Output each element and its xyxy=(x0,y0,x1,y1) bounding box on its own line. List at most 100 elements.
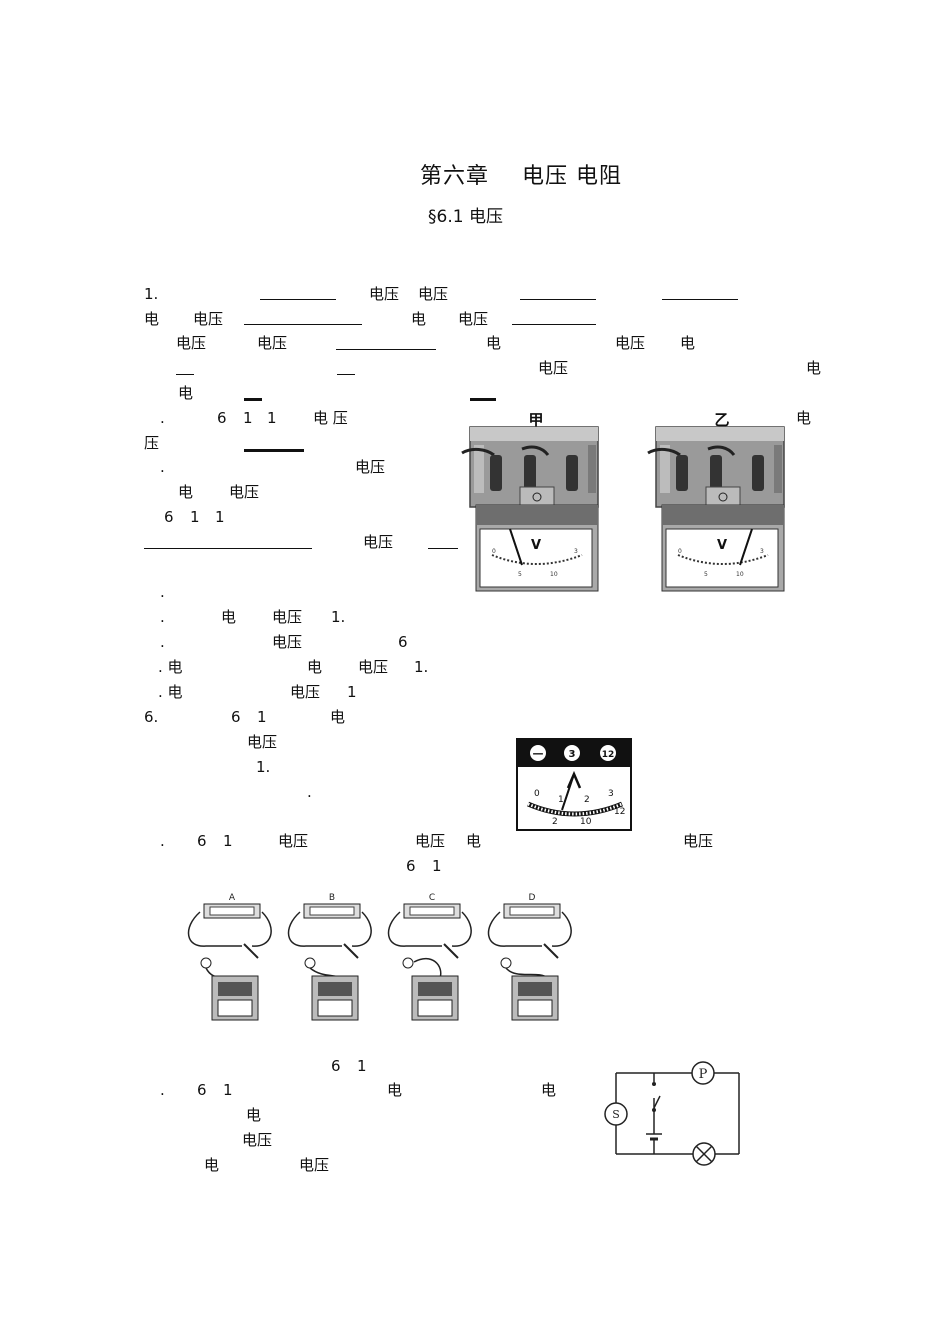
voltmeter-dial-figure: — 3 12 0 1 2 3 2 10 12 xyxy=(516,738,632,831)
blank-line xyxy=(512,324,596,325)
text-fragment: 电 xyxy=(204,1156,220,1174)
text-fragment: 6 xyxy=(197,1081,207,1099)
text-fragment: 1 xyxy=(257,708,267,726)
text-fragment: 电 xyxy=(680,334,696,352)
circuit-option-d: D xyxy=(487,893,572,1021)
option-label: A xyxy=(229,893,236,903)
text-fragment: 电 xyxy=(486,334,502,352)
text-fragment: 电压 xyxy=(369,285,400,303)
blank-line xyxy=(260,299,336,300)
meter-yi-symbol: V xyxy=(717,538,727,553)
text-fragment: 电压 xyxy=(257,334,288,352)
blank-line xyxy=(662,299,738,300)
blank-line xyxy=(176,374,194,375)
text-fragment: 1 xyxy=(432,857,442,875)
text-fragment: 电 压 xyxy=(313,409,348,427)
text-fragment: 电压 xyxy=(242,1131,273,1149)
text-fragment: 电 xyxy=(178,483,194,501)
blank-line xyxy=(244,449,304,452)
voltmeter-yi-figure: 乙 V 0 3 5 10 xyxy=(647,411,785,592)
blank-line xyxy=(244,324,362,325)
text-fragment: 电 xyxy=(466,832,482,850)
text-fragment: 6 xyxy=(217,409,227,427)
text-fragment: . xyxy=(160,633,165,651)
text-fragment: 电压 xyxy=(193,310,224,328)
text-fragment: 电压 xyxy=(415,832,446,850)
text-fragment: 电 xyxy=(411,310,427,328)
text-fragment: 电压 xyxy=(229,483,260,501)
blank-line xyxy=(337,374,355,375)
text-fragment: . xyxy=(160,608,165,626)
option-label: D xyxy=(529,893,536,903)
terminal-12-label: 12 xyxy=(602,750,615,760)
text-fragment: 电压 xyxy=(458,310,489,328)
text-fragment: 压 xyxy=(144,434,160,452)
text-fragment: . xyxy=(160,832,165,850)
meter-yi-scale-tick: 0 xyxy=(678,548,682,555)
meter-s-label: S xyxy=(612,1108,620,1121)
dial-tick-top: 1 xyxy=(558,795,564,805)
text-fragment: 电压 xyxy=(418,285,449,303)
text-fragment: 1 xyxy=(347,683,357,701)
text-fragment: 6 xyxy=(231,708,241,726)
meter-yi-label: 乙 xyxy=(714,411,729,429)
text-fragment: 电压 xyxy=(363,533,394,551)
text-fragment: . 电 xyxy=(158,658,183,676)
circuit-schematic: P S xyxy=(604,1061,740,1166)
text-fragment: 电压 xyxy=(683,832,714,850)
text-fragment: 电 xyxy=(541,1081,557,1099)
text-fragment: 6. xyxy=(144,708,159,726)
text-fragment: 1. xyxy=(256,758,271,776)
meter-jia-label: 甲 xyxy=(528,411,543,429)
dial-tick-top: 2 xyxy=(584,795,590,805)
meter-jia-scale-tick: 10 xyxy=(550,571,558,578)
dial-tick-top: 0 xyxy=(534,789,540,799)
text-fragment: 6 xyxy=(197,832,207,850)
text-fragment: 电压 xyxy=(290,683,321,701)
meter-jia-symbol: V xyxy=(531,538,541,553)
text-fragment: 电 xyxy=(387,1081,403,1099)
text-fragment: 电压 xyxy=(538,359,569,377)
blank-line xyxy=(144,548,312,549)
blank-line xyxy=(244,398,262,401)
chapter-title: 第六章 xyxy=(420,164,490,189)
dial-tick-bottom: 10 xyxy=(580,817,592,827)
text-fragment: 电压 xyxy=(247,733,278,751)
text-fragment: 电 xyxy=(796,409,812,427)
text-fragment: . xyxy=(160,1081,165,1099)
text-fragment: 1 xyxy=(243,409,253,427)
text-fragment: 电压 xyxy=(272,633,303,651)
blank-line xyxy=(336,349,436,350)
text-fragment: 电压 xyxy=(615,334,646,352)
meter-jia-scale-tick: 0 xyxy=(492,548,496,555)
text-fragment: 1 xyxy=(267,409,277,427)
text-fragment: 6 xyxy=(398,633,408,651)
meter-jia-scale-tick: 5 xyxy=(518,571,522,578)
blank-line xyxy=(470,398,496,401)
circuit-option-a: A xyxy=(187,893,272,1021)
terminal-minus-label: — xyxy=(533,747,544,760)
text-fragment: 1 xyxy=(190,508,200,526)
text-fragment: 电压 xyxy=(355,458,386,476)
text-fragment: 电 xyxy=(144,310,160,328)
voltmeter-jia-figure: 甲 V 0 3 5 10 xyxy=(461,411,599,592)
text-fragment: 电压 xyxy=(299,1156,330,1174)
text-fragment: 电压 xyxy=(278,832,309,850)
text-fragment: 6 xyxy=(406,857,416,875)
text-fragment: 1. xyxy=(144,285,159,303)
text-fragment: 1 xyxy=(357,1057,367,1075)
meter-yi-scale-tick: 10 xyxy=(736,571,744,578)
meter-yi-scale-tick: 5 xyxy=(704,571,708,578)
text-fragment: 6 xyxy=(331,1057,341,1075)
option-label: B xyxy=(329,893,335,903)
text-fragment: 1 xyxy=(223,1081,233,1099)
text-fragment: 1 xyxy=(215,508,225,526)
option-label: C xyxy=(429,893,435,903)
meter-jia-scale-tick: 3 xyxy=(574,548,578,555)
text-fragment: 电 xyxy=(307,658,323,676)
text-fragment: 电 xyxy=(246,1106,262,1124)
text-fragment: . xyxy=(160,409,165,427)
circuit-option-c: C xyxy=(387,893,472,1021)
text-fragment: 1. xyxy=(414,658,429,676)
circuit-option-b: B xyxy=(287,893,372,1021)
